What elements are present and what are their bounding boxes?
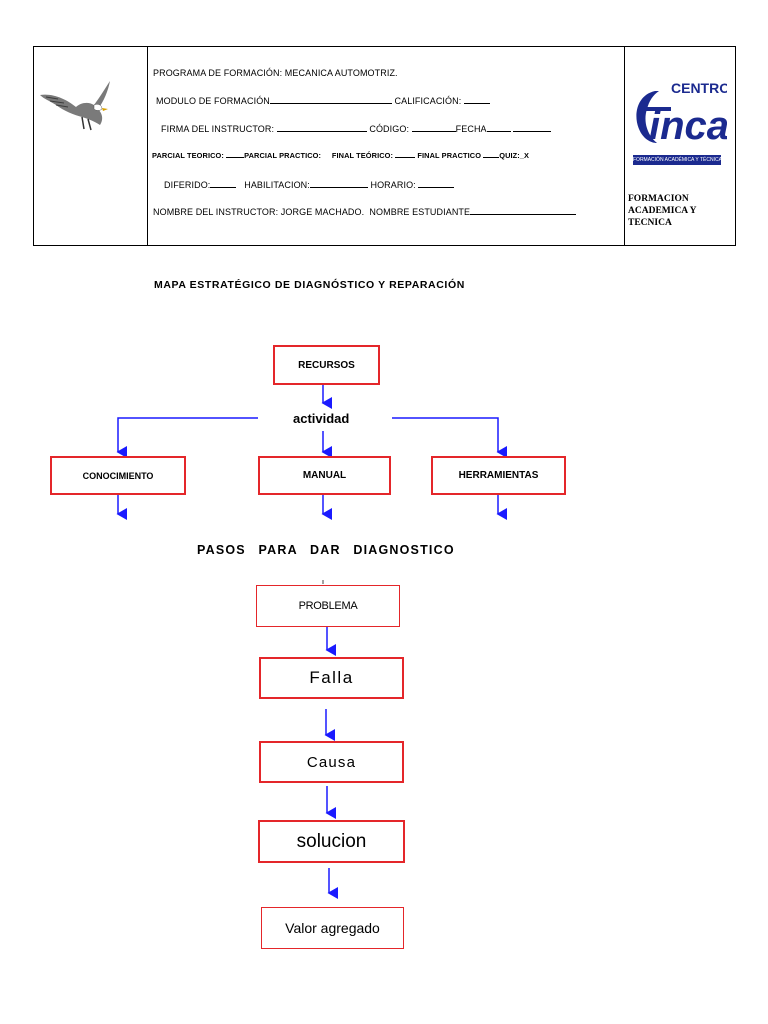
module-label: MODULO DE FORMACIÓN [156,96,270,106]
final-practice-blank [483,151,500,158]
code-label: CÓDIGO: [369,124,410,134]
header-table: PROGRAMA DE FORMACIÓN: MECANICA AUTOMOTR… [33,46,736,246]
module-blank [269,95,392,104]
box-conocimiento: CONOCIMIENTO [50,456,186,495]
steps-title: PASOS PARA DAR DIAGNOSTICO [197,543,455,557]
partial-theory-label: PARCIAL TEORICO: [152,151,224,160]
deferred-line: DIFERIDO: HABILITACION: HORARIO: [164,179,455,190]
logo-cell [34,47,148,245]
step-falla: Falla [259,657,404,699]
grades-line: PARCIAL TEORICO: PARCIAL PRACTICO: FINAL… [152,151,529,160]
schedule-label: HORARIO: [370,180,416,190]
eagle-icon [40,81,110,131]
arrow-to-conocimiento [116,417,258,458]
grade-label: CALIFICACIÓN: [394,96,462,106]
code-blank [411,123,456,132]
step-problema: PROBLEMA [256,585,400,627]
partial-theory-blank [226,151,245,158]
signature-line: FIRMA DEL INSTRUCTOR: CÓDIGO: FECHA [161,123,552,134]
habilitation-blank [309,179,368,188]
final-practice-label: FINAL PRACTICO [417,151,482,160]
institution-cell: CENTRO inca FORMACIÓN ACADÉMICA Y TÉCNIC… [624,47,737,245]
habilitation-label: HABILITACION: [244,180,310,190]
label-actividad: actividad [293,411,350,426]
deferred-label: DIFERIDO: [164,180,211,190]
institution-text-line-3: TECNICA [628,218,672,228]
step-valor-agregado: Valor agregado [261,907,404,949]
map-title: MAPA ESTRATÉGICO DE DIAGNÓSTICO Y REPARA… [154,279,465,291]
box-herramientas: HERRAMIENTAS [431,456,566,495]
institution-text: FORMACION ACADEMICA Y TECNICA [628,193,697,229]
student-label: NOMBRE ESTUDIANTE [369,207,471,217]
schedule-blank [418,179,455,188]
final-theory-blank [395,151,416,158]
logo-subtitle: FORMACIÓN ACADÉMICA Y TÉCNICA [633,155,721,165]
grade-blank [463,95,490,104]
date-blank [486,123,511,132]
student-blank [470,206,577,215]
date-label: FECHA [455,124,487,134]
logo-top-text: CENTRO [671,80,727,96]
institution-text-line-1: FORMACION [628,194,689,204]
arrow-to-herramientas [392,417,507,458]
deferred-blank [210,179,237,188]
form-fields: PROGRAMA DE FORMACIÓN: MECANICA AUTOMOTR… [148,47,624,245]
quiz-label: QUIZ:_X [499,151,530,160]
program-line: PROGRAMA DE FORMACIÓN: MECANICA AUTOMOTR… [153,68,398,78]
partial-practice-label: PARCIAL PRACTICO: [244,151,322,160]
logo-main-text: inca [649,104,727,148]
final-theory-label: FINAL TEÓRICO: [331,151,394,160]
signature-blank [276,123,367,132]
instructor-name: NOMBRE DEL INSTRUCTOR: JORGE MACHADO. [153,207,365,217]
box-manual: MANUAL [258,456,391,495]
date-blank-2 [513,123,552,132]
inca-logo: CENTRO inca [636,80,727,148]
box-recursos: RECURSOS [273,345,380,385]
step-causa: Causa [259,741,404,783]
module-line: MODULO DE FORMACIÓN CALIFICACIÓN: [156,95,490,106]
institution-text-line-2: ACADEMICA Y [628,206,697,216]
names-line: NOMBRE DEL INSTRUCTOR: JORGE MACHADO. NO… [153,206,577,217]
step-solucion: solucion [258,820,405,863]
signature-label: FIRMA DEL INSTRUCTOR: [161,124,275,134]
